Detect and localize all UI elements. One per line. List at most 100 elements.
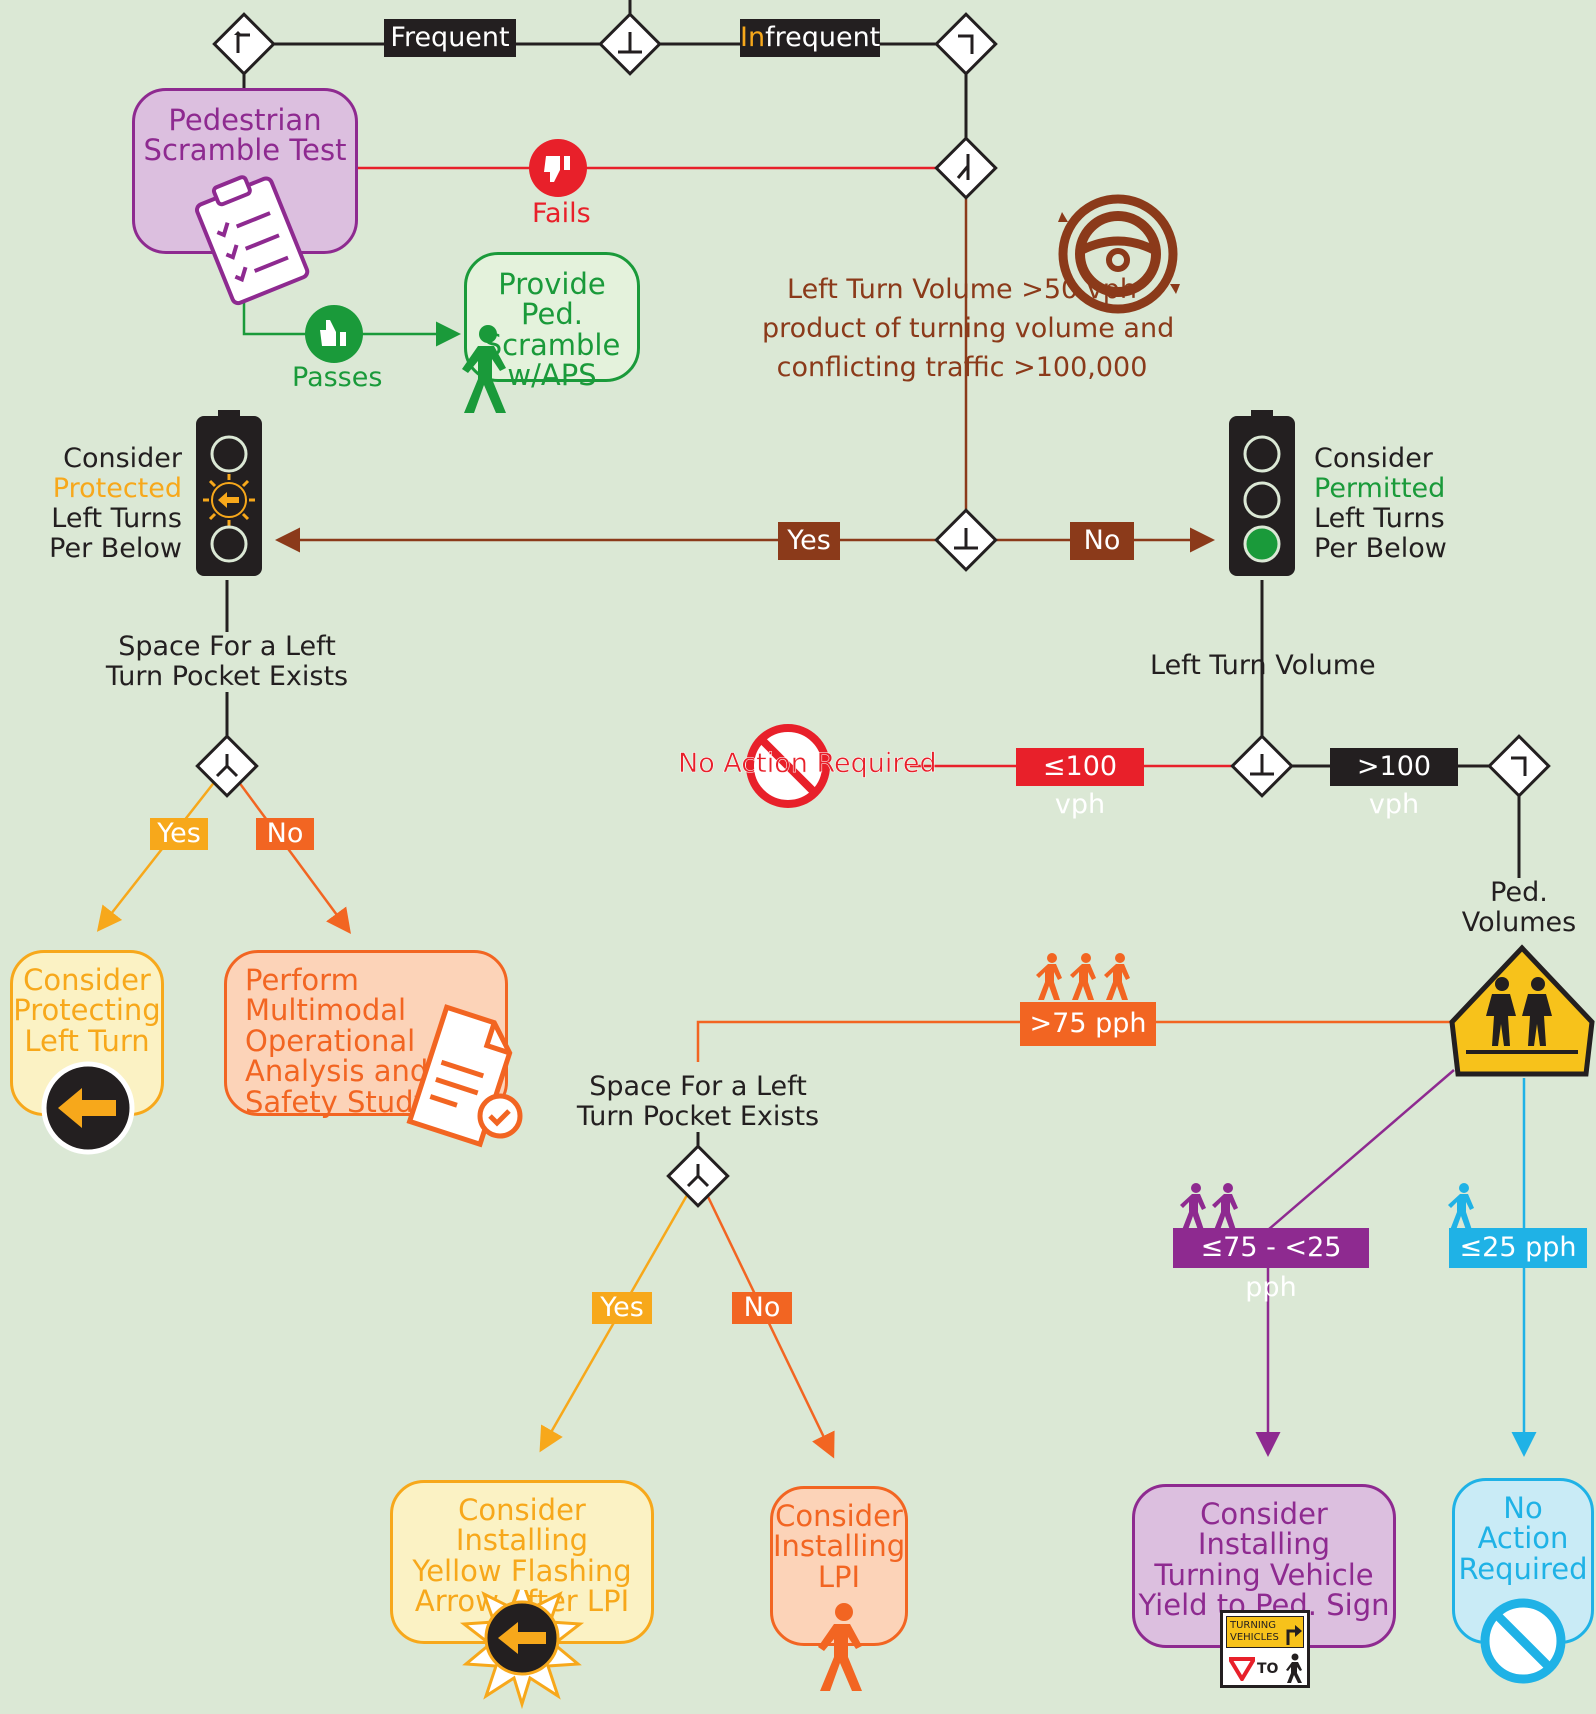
protected-label: Consider Protected Left Turns Per Below [30, 444, 182, 564]
gt75-line [696, 1020, 1452, 1062]
no-mid-tag: No [732, 1292, 792, 1324]
sign-to-text: TO [1257, 1661, 1279, 1677]
pocket-line: Turn Pocket Exists [576, 1101, 820, 1132]
clipboard-icon [194, 175, 310, 306]
purple-diag-line [1267, 1069, 1455, 1231]
box-line: Perform Multimodal [245, 963, 407, 1028]
box-line: Scramble [483, 327, 621, 362]
protected-line3: Left Turns [51, 503, 182, 534]
no-action-required-label: No Action Required [678, 748, 937, 780]
box-line: Consider [775, 1499, 903, 1533]
box-line: Action [1477, 1521, 1569, 1556]
no-left-tag: No [256, 818, 314, 850]
permitted-line3: Left Turns [1314, 503, 1445, 534]
box-line: Installing [773, 1529, 906, 1564]
passes-label: Passes [292, 362, 383, 393]
ped-volumes-line: Ped. [1490, 877, 1548, 908]
traffic-light-protected-icon [196, 410, 262, 576]
pocket-line: Space For a Left [589, 1071, 807, 1102]
thumbs-up-icon [305, 305, 363, 363]
yes-left-tag: Yes [150, 818, 208, 850]
yield-to-ped-sign-icon: TURNING VEHICLES TO [1220, 1610, 1310, 1688]
protected-line4: Per Below [49, 533, 182, 564]
walking-person-icon [462, 325, 506, 413]
box-line: Consider [23, 963, 151, 997]
pedestrians-pair-icon [1180, 1183, 1238, 1230]
box-line: Scramble Test [143, 133, 347, 168]
box-line: Safety Study [245, 1084, 431, 1119]
infrequent-prefix: In [740, 22, 766, 53]
permitted-label: Consider Permitted Left Turns Per Below [1314, 444, 1447, 564]
box-line: Yellow Flashing [412, 1553, 632, 1588]
decision-diamond-gt100 [1487, 734, 1551, 798]
infrequent-tag: Infrequent [740, 19, 880, 57]
pocket-line: Space For a Left [118, 631, 336, 662]
gt100-tag: >100 vph [1330, 748, 1458, 820]
sign-turning-text: TURNING [1230, 1620, 1277, 1631]
permitted-line4: Per Below [1314, 533, 1447, 564]
infrequent-suffix: frequent [765, 22, 881, 53]
gt75-tag: >75 pph [1020, 1002, 1156, 1046]
box-line: LPI [817, 1559, 861, 1594]
sign-vehicles-text: VEHICLES [1230, 1632, 1279, 1643]
frequent-tag: Frequent [384, 19, 516, 57]
le25-tag: ≤25 pph [1449, 1228, 1587, 1268]
le100-tag: ≤100 vph [1016, 748, 1144, 820]
decision-diamond-right-turn [934, 12, 998, 76]
ped-volumes-line: Volumes [1461, 907, 1577, 938]
fails-label: Fails [532, 198, 591, 229]
sign-turn-arrow-icon [1286, 1625, 1302, 1645]
no-entry-icon [746, 724, 830, 808]
decision-diamond-merge [934, 136, 998, 200]
space-left-pocket-label-2: Space For a Left Turn Pocket Exists [568, 1072, 828, 1132]
box-line: Pedestrian [168, 103, 322, 137]
steering-wheel-icon [1058, 194, 1180, 314]
box-line: Turning Vehicle [1154, 1557, 1374, 1592]
protected-highlight: Protected [52, 473, 182, 504]
decision-diamond-pocket-mid [666, 1144, 730, 1208]
sign-yield-triangle-icon [1229, 1657, 1255, 1681]
permitted-highlight: Permitted [1314, 473, 1446, 504]
yes-main-tag: Yes [778, 522, 840, 560]
le75-25-tag: ≤75 - <25 pph [1173, 1228, 1369, 1303]
yellow-flashing-box: Consider Installing Yellow Flashing Arro… [390, 1480, 654, 1644]
box-line: Left Turn [24, 1023, 150, 1058]
document-check-icon [406, 1004, 523, 1148]
box-line: Required [1458, 1551, 1588, 1586]
thumbs-down-icon [529, 139, 587, 197]
box-line: Protecting [13, 993, 161, 1028]
decision-diamond-pocket-left [195, 734, 259, 798]
left-turn-volume-criteria: Left Turn Volume >50 vph product of turn… [762, 270, 1175, 387]
box-line: Operational [245, 1023, 416, 1058]
criteria-line: conflicting traffic >100,000 [776, 352, 1148, 383]
decision-diamond-yes-no [934, 508, 998, 572]
box-line: Consider Installing [1197, 1497, 1331, 1562]
left-turn-volume-label: Left Turn Volume [1150, 650, 1376, 681]
pocket-line: Turn Pocket Exists [105, 661, 349, 692]
decision-diamond-t-junction [598, 12, 662, 76]
school-crossing-sign-icon [1449, 944, 1595, 1077]
box-line: No [1503, 1491, 1543, 1525]
traffic-light-permitted-icon [1229, 410, 1295, 576]
no-main-tag: No [1070, 522, 1134, 560]
criteria-line: Left Turn Volume >50 vph [787, 274, 1137, 305]
ped-volumes-label: Ped. Volumes [1444, 878, 1594, 938]
sign-pedestrian-icon [1286, 1653, 1302, 1683]
yes-mid-tag: Yes [592, 1292, 652, 1324]
decision-diamond-left-turn [212, 12, 276, 76]
walking-person-orange-icon [818, 1603, 862, 1691]
box-line: Consider Installing [455, 1493, 589, 1558]
pedestrians-group-icon [1036, 953, 1130, 1000]
left-arrow-circle-icon [41, 1061, 135, 1155]
box-line: w/APS [507, 358, 597, 393]
box-line: Analysis and [245, 1054, 429, 1089]
no-entry-blue-icon [1480, 1598, 1566, 1684]
box-line: Provide Ped. [498, 267, 606, 332]
install-lpi-box: Consider Installing LPI [770, 1486, 908, 1646]
criteria-line: product of turning volume and [762, 313, 1175, 344]
flashing-arrow-icon [459, 1590, 585, 1710]
decision-diamond-volume [1230, 734, 1294, 798]
space-left-pocket-label-1: Space For a Left Turn Pocket Exists [97, 632, 357, 692]
protected-line1: Consider [63, 443, 182, 474]
permitted-line1: Consider [1314, 443, 1433, 474]
